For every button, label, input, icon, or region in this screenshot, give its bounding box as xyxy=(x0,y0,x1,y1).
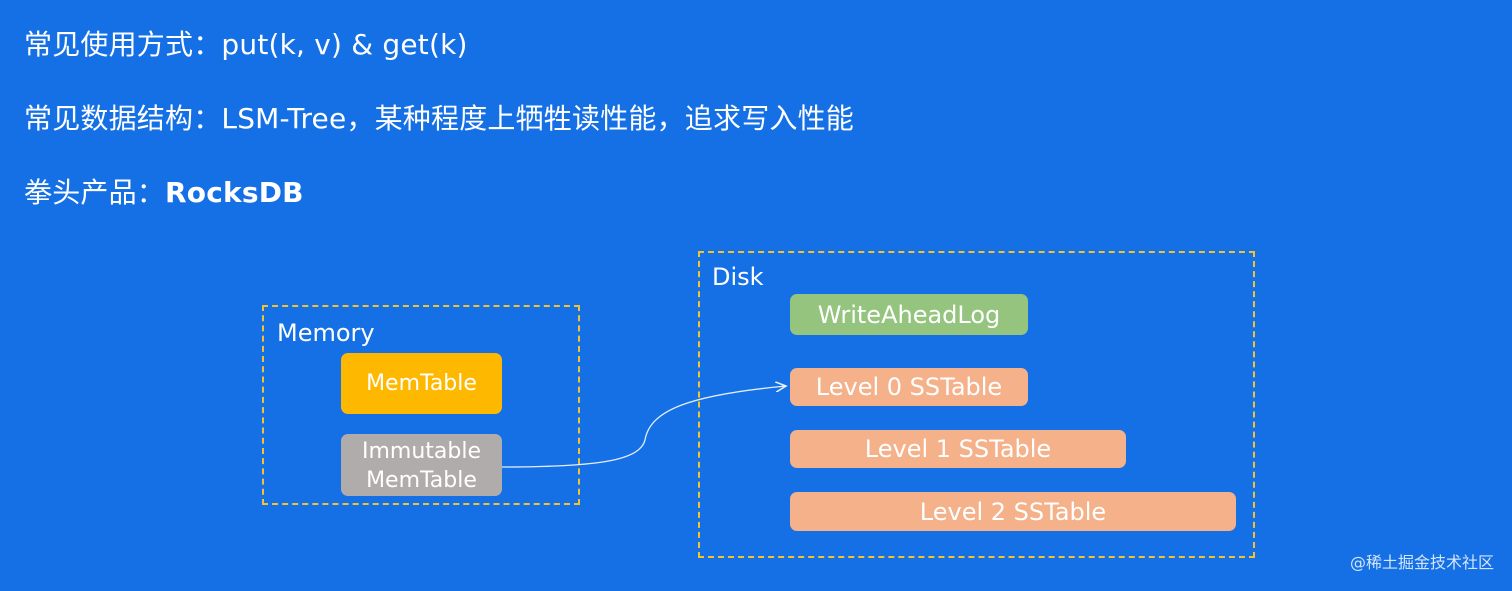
product-prefix: 拳头产品： xyxy=(24,176,166,209)
product-line: 拳头产品：RocksDB xyxy=(24,176,304,210)
immutable-label-line1: Immutable xyxy=(361,438,481,464)
level-1-sstable-node: Level 1 SSTable xyxy=(790,430,1126,468)
level-0-sstable-label: Level 0 SSTable xyxy=(815,373,1003,401)
disk-title: Disk xyxy=(712,263,764,291)
watermark: @稀土掘金技术社区 xyxy=(1349,553,1494,572)
immutable-label-group: Immutable MemTable xyxy=(362,437,481,495)
immutable-memtable-node: Immutable MemTable xyxy=(341,434,502,496)
memtable-node: MemTable xyxy=(341,353,502,414)
write-ahead-log-node: WriteAheadLog xyxy=(790,294,1028,335)
level-2-sstable-node: Level 2 SSTable xyxy=(790,492,1236,531)
product-highlight: RocksDB xyxy=(165,176,304,209)
write-ahead-log-label: WriteAheadLog xyxy=(817,300,1001,329)
level-0-sstable-node: Level 0 SSTable xyxy=(790,368,1028,406)
memtable-label: MemTable xyxy=(366,370,477,396)
level-2-sstable-label: Level 2 SSTable xyxy=(919,497,1107,526)
immutable-label-line2: MemTable xyxy=(366,467,477,493)
usage-line: 常见使用方式：put(k, v) & get(k) xyxy=(24,28,468,61)
memory-title: Memory xyxy=(277,319,375,347)
data-structure-line: 常见数据结构：LSM-Tree，某种程度上牺牲读性能，追求写入性能 xyxy=(24,102,855,135)
level-1-sstable-label: Level 1 SSTable xyxy=(864,435,1052,463)
